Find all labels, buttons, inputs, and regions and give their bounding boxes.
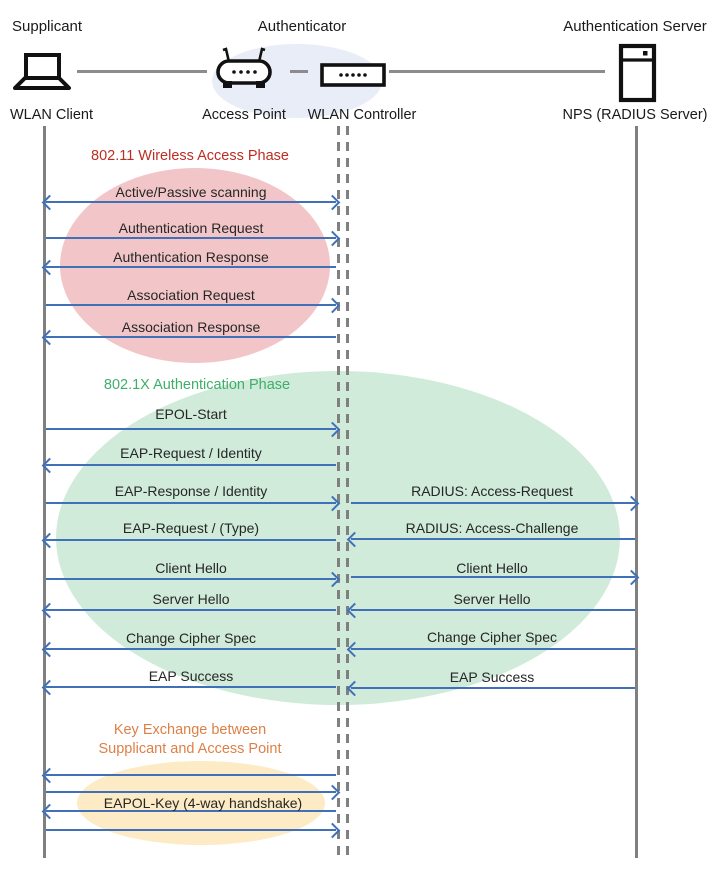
arrow-epol-start xyxy=(46,428,336,430)
arrow-eap-success-left xyxy=(46,686,336,688)
arrow-association-response xyxy=(46,336,336,338)
msg-label-active-passive-scanning: Active/Passive scanning xyxy=(115,184,267,200)
auth-phase-title: 802.1X Authentication Phase xyxy=(103,377,291,393)
arrow-eapol-key-m3 xyxy=(46,810,336,812)
server-icon xyxy=(618,43,657,103)
msg-label-eap-success-right: EAP Success xyxy=(449,669,535,685)
msg-label-server-hello-left: Server Hello xyxy=(152,591,230,607)
msg-label-authentication-response: Authentication Response xyxy=(113,249,269,265)
arrow-server-hello-left xyxy=(46,609,336,611)
wlan-controller-icon xyxy=(320,63,386,87)
lifeline-wlan-client xyxy=(43,126,46,858)
msg-label-server-hello-right: Server Hello xyxy=(453,591,531,607)
msg-label-radius-access-challenge: RADIUS: Access-Challenge xyxy=(405,520,579,536)
role-authentication-server: Authentication Server xyxy=(563,18,707,35)
label-wlan-controller: WLAN Controller xyxy=(307,107,417,123)
label-access-point: Access Point xyxy=(202,107,286,123)
arrow-eap-success-right xyxy=(351,687,635,689)
msg-label-eap-success-left: EAP Success xyxy=(148,668,234,684)
arrow-eap-response-identity xyxy=(46,502,336,504)
msg-label-eap-request-identity: EAP-Request / Identity xyxy=(120,445,262,461)
msg-label-eap-request-type: EAP-Request / (Type) xyxy=(122,520,260,536)
key-phase-title-line1: Key Exchange between xyxy=(113,722,267,738)
connector-ap-to-wlc xyxy=(290,70,308,73)
laptop-icon xyxy=(13,53,71,90)
connector-client-to-ap xyxy=(77,70,207,73)
arrow-server-hello-right xyxy=(351,609,635,611)
msg-label-client-hello-left: Client Hello xyxy=(155,560,227,576)
connector-wlc-to-server xyxy=(389,70,605,73)
lifeline-nps-server xyxy=(635,126,638,858)
arrow-eapol-key-m4 xyxy=(46,829,336,831)
arrow-eap-request-identity xyxy=(46,464,336,466)
msg-label-radius-access-request: RADIUS: Access-Request xyxy=(411,483,573,499)
access-point-icon xyxy=(216,47,272,88)
msg-label-epol-start: EPOL-Start xyxy=(155,406,227,422)
key-phase-title: Key Exchange between Supplicant and Acce… xyxy=(99,721,282,759)
arrow-radius-access-request xyxy=(351,502,635,504)
msg-label-association-response: Association Response xyxy=(121,319,261,335)
msg-label-association-request: Association Request xyxy=(127,287,255,303)
arrow-client-hello-left xyxy=(46,578,336,580)
lifeline-wlan-controller-right xyxy=(346,126,349,858)
arrow-association-request xyxy=(46,304,336,306)
msg-label-client-hello-right: Client Hello xyxy=(456,560,528,576)
role-supplicant: Supplicant xyxy=(12,18,83,35)
arrow-active-passive-scanning xyxy=(46,201,336,203)
arrow-radius-access-challenge xyxy=(351,538,635,540)
arrow-eap-request-type xyxy=(46,539,336,541)
lifeline-wlan-controller-left xyxy=(337,126,340,858)
arrow-eapol-key-m1 xyxy=(46,774,336,776)
msg-label-authentication-request: Authentication Request xyxy=(118,220,264,236)
msg-label-eap-response-identity: EAP-Response / Identity xyxy=(114,483,268,499)
msg-label-change-cipher-spec-right: Change Cipher Spec xyxy=(427,629,557,645)
label-wlan-client: WLAN Client xyxy=(10,107,93,123)
arrow-client-hello-right xyxy=(351,576,635,578)
role-authenticator: Authenticator xyxy=(257,18,347,35)
arrow-eapol-key-m2 xyxy=(46,791,336,793)
wireless-phase-title: 802.11 Wireless Access Phase xyxy=(91,148,289,164)
arrow-authentication-response xyxy=(46,266,336,268)
label-nps-radius-server: NPS (RADIUS Server) xyxy=(562,107,708,123)
arrow-change-cipher-spec-right xyxy=(351,648,635,650)
key-phase-title-line2: Supplicant and Access Point xyxy=(98,741,282,757)
msg-label-eapol-key-handshake: EAPOL-Key (4-way handshake) xyxy=(103,795,303,811)
arrow-authentication-request xyxy=(46,237,336,239)
arrow-change-cipher-spec-left xyxy=(46,648,336,650)
msg-label-change-cipher-spec-left: Change Cipher Spec xyxy=(126,630,256,646)
